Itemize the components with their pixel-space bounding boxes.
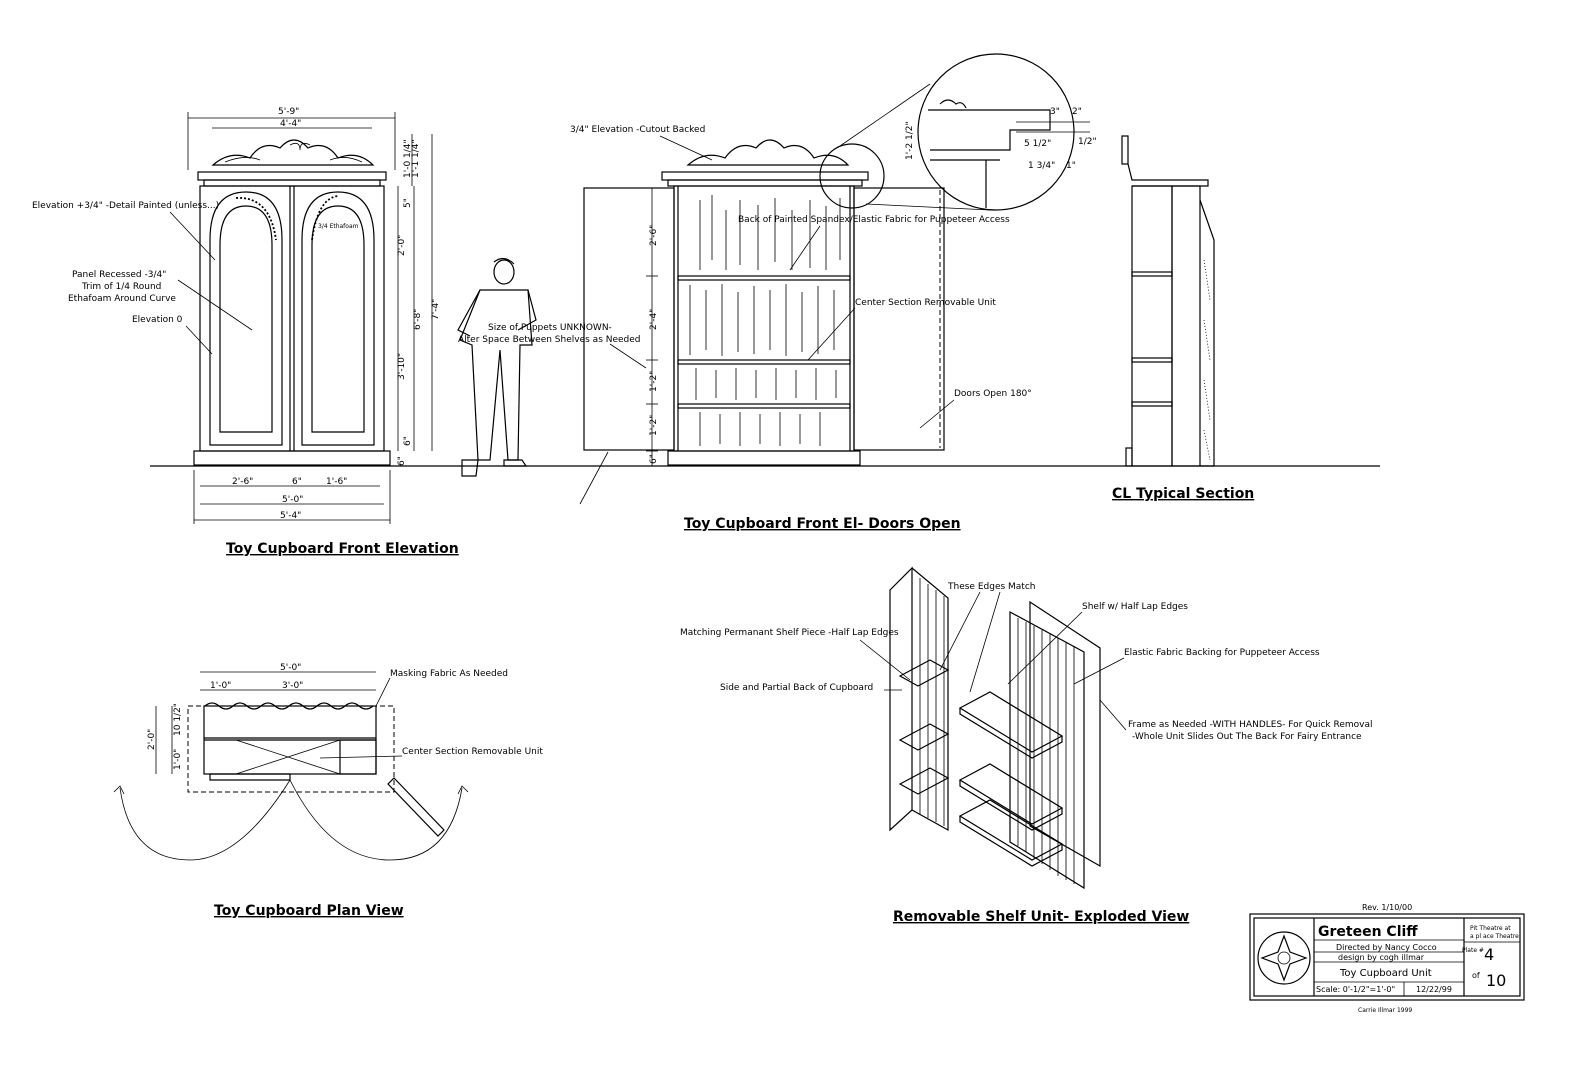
dim-bottom-1: 2'-6" [232, 477, 253, 487]
note-side-partial: Side and Partial Back of Cupboard [720, 683, 873, 693]
tb-plate-label: Plate # [1462, 947, 1484, 954]
dim-left-4: 1'-2" [649, 415, 659, 436]
note-shelf-half-lap: Shelf w/ Half Lap Edges [1082, 602, 1188, 612]
dim-top-1: 5'-9" [278, 107, 299, 117]
dim-right-2: 1'-0 1/4" [403, 139, 413, 178]
plan-dim-3: 3'-0" [282, 681, 303, 691]
dim-left-3: 1'-2" [649, 371, 659, 392]
note-puppets-1: Size of Puppets UNKNOWN- [488, 323, 612, 333]
tb-show: Greteen Cliff [1318, 924, 1418, 940]
note-edges-match: These Edges Match [947, 582, 1036, 592]
title-doors-open: Toy Cupboard Front El- Doors Open [684, 516, 961, 532]
tb-plate-total: 10 [1486, 971, 1506, 990]
plan-dim-1: 5'-0" [280, 663, 301, 673]
dim-left-5: 6" [649, 454, 659, 464]
dim-right-3: 5" [403, 198, 413, 208]
plan-dim-4: 2'-0" [147, 729, 157, 750]
exploded-view: These Edges Match Shelf w/ Half Lap Edge… [680, 566, 1373, 925]
detail-dim-7: 1" [1066, 161, 1076, 171]
note-center-section: Center Section Removable Unit [855, 298, 996, 308]
dim-right-1: 1'-1 1/4" [411, 139, 421, 178]
dim-right-8: 6" [403, 436, 413, 446]
title-exploded: Removable Shelf Unit- Exploded View [893, 909, 1189, 925]
detail-dim-4: 5 1/2" [1024, 139, 1051, 149]
plan-dim-2: 1'-0" [210, 681, 231, 691]
cl-section-view: CL Typical Section [1112, 135, 1254, 502]
dim-bottom-5: 5'-4" [280, 511, 301, 521]
note-puppets-2: Alter Space Between Shelves as Needed [458, 335, 641, 345]
note-elastic: Elastic Fabric Backing for Puppeteer Acc… [1124, 648, 1320, 658]
tb-directed: Directed by Nancy Cocco [1336, 943, 1437, 952]
human-figure [457, 257, 537, 477]
note-plan-center: Center Section Removable Unit [402, 747, 543, 757]
tb-theater-2: a pl ace Theatre [1470, 933, 1519, 940]
tb-copyright: Carrie Illmar 1999 [1358, 1007, 1412, 1014]
dim-right-7: 3'-10" [397, 353, 407, 380]
detail-dim-5: 1/2" [1078, 137, 1097, 147]
tb-unit: Toy Cupboard Unit [1339, 968, 1432, 979]
tb-rev: Rev. 1/10/00 [1362, 903, 1412, 912]
note-frame-1: Frame as Needed -WITH HANDLES- For Quick… [1128, 720, 1373, 730]
dim-bottom-3: 1'-6" [326, 477, 347, 487]
detail-dim-6: 1 3/4" [1028, 161, 1055, 171]
note-masking: Masking Fabric As Needed [390, 669, 508, 679]
note-doors-open: Doors Open 180° [954, 389, 1032, 399]
dim-right-5: 6'-8" [413, 309, 423, 330]
title-front-elevation: Toy Cupboard Front Elevation [226, 541, 459, 557]
tb-of: of [1472, 971, 1480, 980]
detail-dim-2: 3" [1050, 107, 1060, 117]
doors-open-view: 2'-6" 2'-4" 1'-2" 1'-2" 6" 3/4" Elevatio… [458, 53, 1097, 532]
plan-dim-5: 1'-0" [173, 749, 183, 770]
plan-view: 5'-0" 1'-0" 3'-0" 2'-0" 1'-0" 10 1/2" Ma… [113, 663, 543, 919]
title-plan-view: Toy Cupboard Plan View [214, 903, 404, 919]
note-matching-shelf: Matching Permanant Shelf Piece -Half Lap… [680, 628, 899, 638]
note-frame-2: -Whole Unit Slides Out The Back For Fair… [1132, 732, 1362, 742]
dim-left-2: 2'-4" [649, 309, 659, 330]
tb-theater-1: Pit Theatre at [1470, 925, 1511, 932]
tb-date: 12/22/99 [1416, 985, 1452, 994]
tb-plate-num: 4 [1484, 945, 1494, 964]
note-elevation-detail: Elevation +3/4" -Detail Painted (unless.… [32, 201, 219, 211]
title-block: Rev. 1/10/00 Greteen Cliff Directed by N… [1249, 903, 1525, 1014]
tb-scale: Scale: 0'-1/2"=1'-0" [1316, 985, 1395, 994]
plan-dim-6: 10 1/2" [173, 703, 183, 736]
dim-right-9: 6" [397, 456, 407, 466]
dim-right-4: 2'-0" [397, 235, 407, 256]
note-cutout: 3/4" Elevation -Cutout Backed [570, 125, 705, 135]
note-panel-line3: Ethafoam Around Curve [68, 294, 176, 304]
note-elevation-0: Elevation 0 [132, 315, 183, 325]
front-elevation-view: 5'-9" 4'-4" 2'-6" 6" 1'-6" 5'-0" 5'-4" 1… [32, 107, 1380, 557]
note-small: 3/4 Ethafoam [318, 223, 359, 230]
title-cl-section: CL Typical Section [1112, 486, 1254, 502]
tb-design: design by cogh illmar [1338, 953, 1425, 962]
dim-top-2: 4'-4" [280, 119, 301, 129]
detail-dim-3: 2" [1072, 107, 1082, 117]
dim-left-1: 2'-6" [649, 225, 659, 246]
union-logo-icon [1257, 931, 1311, 985]
detail-dim-1: 1'-2 1/2" [905, 121, 915, 160]
dim-right-6: 7'-4" [431, 299, 441, 320]
note-panel-line1: Panel Recessed -3/4" [72, 270, 166, 280]
dim-bottom-4: 5'-0" [282, 495, 303, 505]
note-panel-line2: Trim of 1/4 Round [81, 282, 161, 292]
dim-bottom-2: 6" [292, 477, 302, 487]
note-spandex: Back of Painted Spandex/Elastic Fabric f… [738, 215, 1010, 225]
